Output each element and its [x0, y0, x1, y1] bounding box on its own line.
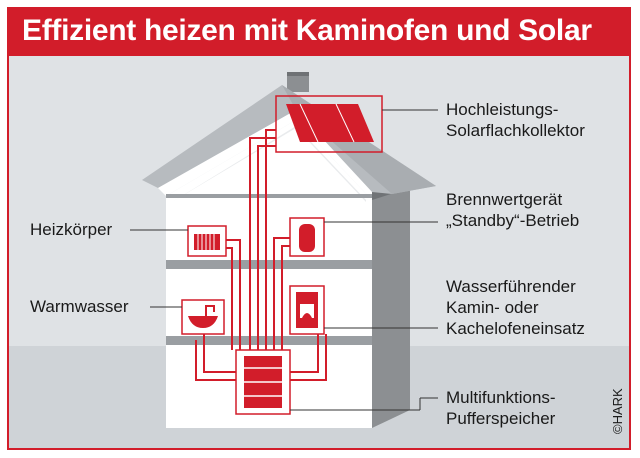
floor-separator-upper [166, 260, 372, 269]
label-solar-collector: Hochleistungs- Solarflachkollektor [446, 100, 585, 140]
title-bar: Effizient heizen mit Kaminofen und Solar [8, 8, 630, 56]
chimney [287, 72, 309, 92]
diagram-title: Effizient heizen mit Kaminofen und Solar [22, 14, 592, 47]
floor-separator-lower [166, 336, 372, 345]
buffer-storage-icon [235, 349, 291, 415]
label-warmwasser: Warmwasser [30, 297, 129, 316]
label-condensing-boiler: Brennwertgerät „Standby“-Betrieb [446, 190, 580, 230]
radiator-icon [187, 225, 227, 257]
house-side-wall [372, 178, 410, 428]
leader-lines [130, 109, 438, 411]
sink-icon [181, 299, 225, 335]
label-heizkoerper: Heizkörper [30, 220, 113, 239]
label-stove-insert: Wasserführender Kamin- oder Kachelofenei… [446, 277, 585, 338]
pipes [195, 129, 327, 381]
solar-collector [275, 95, 383, 153]
condensing-boiler-icon [289, 217, 325, 257]
copyright-notice: ©HARK [610, 388, 625, 434]
label-buffer-storage: Multifunktions- Pufferspeicher [446, 388, 556, 428]
stove-icon [289, 285, 325, 335]
